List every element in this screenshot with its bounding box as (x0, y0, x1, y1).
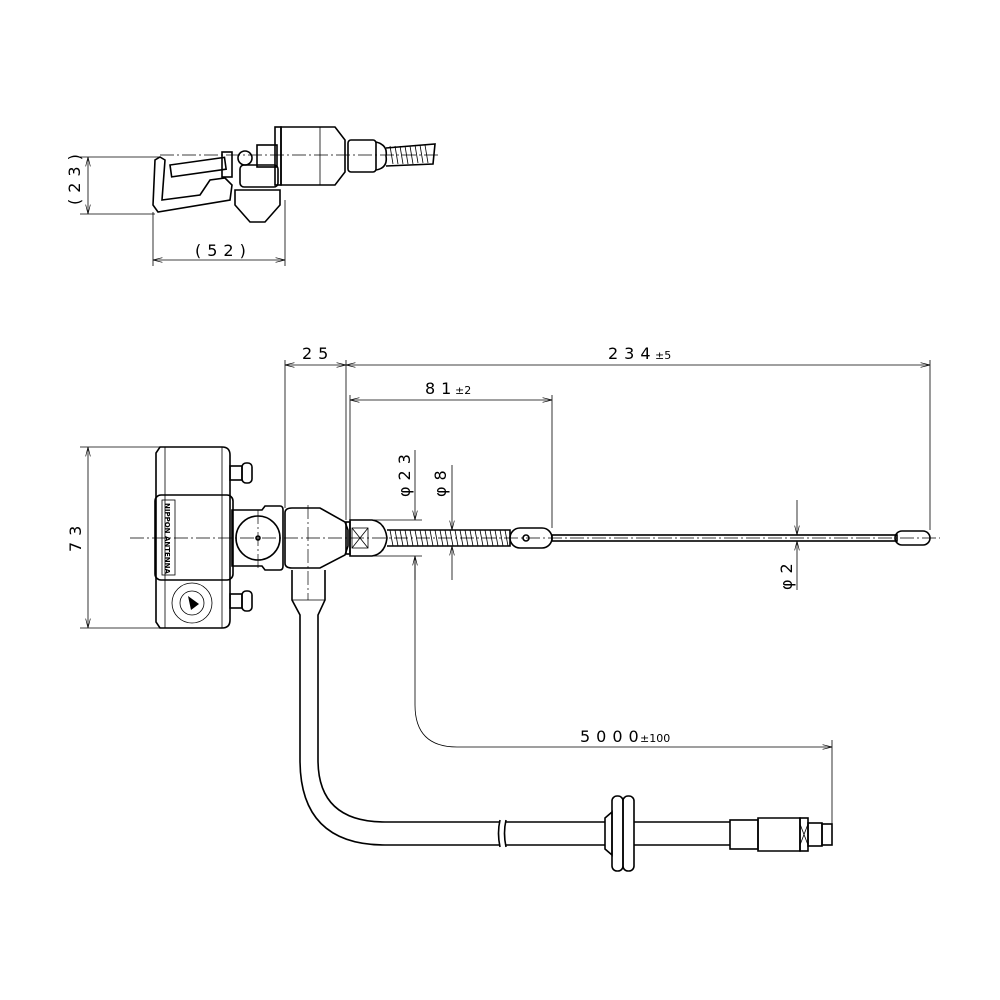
dim-spring-length-tol: ±2 (455, 384, 471, 397)
top-view: (23) (52) (65, 126, 440, 266)
dim-top-height: (23) (65, 148, 160, 215)
dim-fitting-dia-label: φ23 (395, 448, 414, 497)
dim-bracket-height: 73 (66, 446, 160, 629)
dim-bracket-height-label: 73 (66, 520, 85, 552)
dim-rod-dia-label: φ2 (777, 557, 796, 590)
dim-mount-offset: 25 (284, 344, 347, 520)
top-view-mount (234, 144, 281, 223)
knob-top[interactable] (229, 462, 253, 484)
antenna (345, 519, 931, 557)
dim-top-height-label: (23) (65, 148, 84, 205)
dim-cable-length-label: 5000 (580, 727, 645, 746)
cable (291, 570, 833, 872)
bracket: NIPPON ANTENNA (154, 446, 234, 629)
logo-nippon-antenna: NIPPON ANTENNA (163, 503, 171, 575)
elbow-housing (284, 505, 349, 600)
dim-top-width-label: (52) (195, 241, 252, 260)
dim-cable-length-tol: ±100 (640, 732, 670, 745)
swivel-joint (231, 505, 284, 571)
top-view-clamp (152, 150, 253, 213)
dim-total-length-label: 234 (608, 344, 657, 363)
knob-bottom[interactable] (229, 590, 253, 612)
dim-total-length: 234 ±5 (346, 344, 931, 530)
top-view-body (274, 126, 436, 186)
front-view: NIPPON ANTENNA (66, 344, 940, 872)
dim-mount-offset-label: 25 (302, 344, 334, 363)
dim-total-length-tol: ±5 (655, 349, 671, 362)
dim-spring-length: 81 ±2 (349, 379, 553, 528)
dim-rod-dia: φ2 (777, 500, 797, 590)
dim-spring-dia: φ8 (431, 464, 452, 580)
dim-fitting-dia: φ23 (372, 448, 422, 580)
dim-cable-length: 5000 ±100 (414, 556, 833, 824)
dim-spring-dia-label: φ8 (431, 464, 450, 497)
dim-top-width: (52) (152, 200, 286, 266)
dim-spring-length-label: 81 (425, 379, 457, 398)
